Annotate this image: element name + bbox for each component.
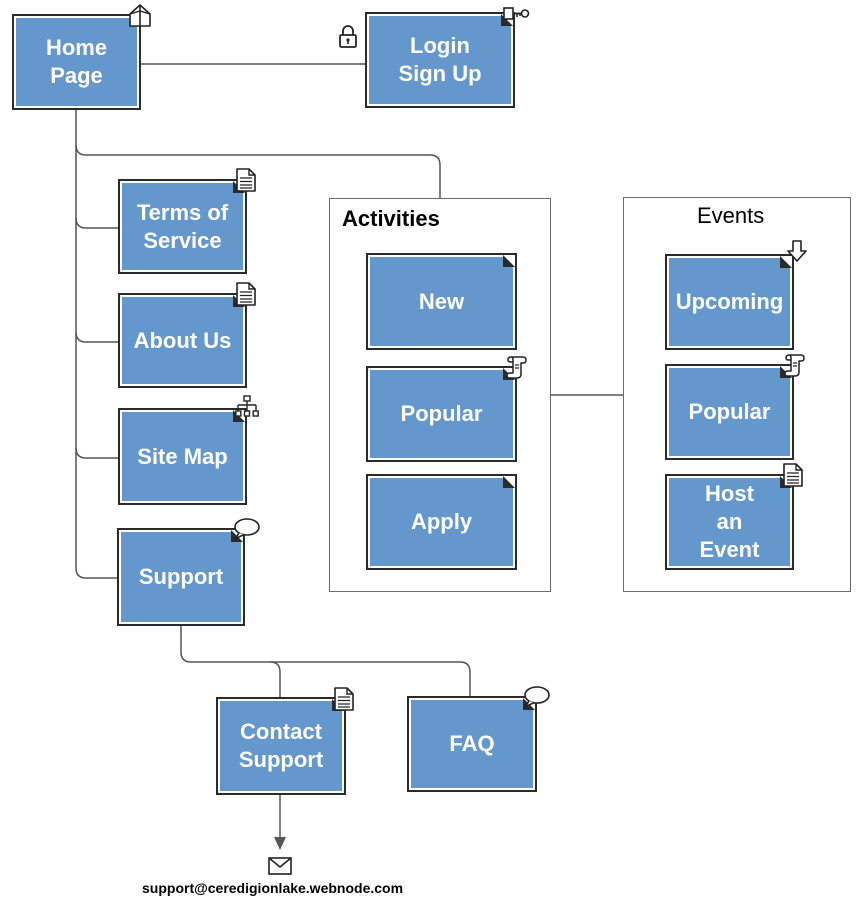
sitemap-icon — [235, 395, 259, 419]
terms-of-service-node[interactable]: Terms of Service — [118, 179, 247, 274]
connector-home-terms — [75, 217, 118, 229]
event-upcoming-node[interactable]: Upcoming — [665, 254, 794, 350]
speech-bubble-icon — [522, 685, 550, 709]
activity-popular-node[interactable]: Popular — [366, 366, 517, 462]
home-page-node[interactable]: Home Page — [12, 14, 141, 110]
lock-icon — [337, 24, 359, 48]
event-host-node[interactable]: Host an Event — [665, 474, 794, 570]
connector-home-sitemap — [75, 447, 118, 459]
house-icon — [127, 2, 153, 28]
document-icon — [333, 686, 355, 712]
scroll-icon — [783, 352, 807, 378]
activities-title: Activities — [342, 206, 440, 231]
support-node[interactable]: Support — [117, 528, 245, 626]
events-title: Events — [697, 203, 765, 228]
key-icon — [502, 4, 530, 24]
connector-home-about — [75, 331, 118, 343]
speech-bubble-icon — [232, 517, 260, 541]
site-map-node[interactable]: Site Map — [118, 408, 247, 505]
document-icon — [235, 167, 257, 193]
connector-branch-contact — [269, 661, 281, 697]
arrow-head — [274, 837, 286, 850]
envelope-icon — [268, 857, 292, 875]
activity-apply-node[interactable]: Apply — [366, 474, 517, 570]
down-arrow-icon — [786, 239, 808, 263]
event-popular-node[interactable]: Popular — [665, 364, 794, 460]
login-signup-node[interactable]: Login Sign Up — [365, 12, 515, 108]
scroll-icon — [505, 354, 529, 380]
about-us-node[interactable]: About Us — [118, 293, 247, 388]
connector-home-trunk — [75, 110, 118, 579]
contact-support-node[interactable]: Contact Support — [216, 697, 346, 795]
document-icon — [782, 462, 804, 488]
connector-home-activities — [75, 144, 441, 198]
support-email-link[interactable]: support@ceredigionlake.webnode.com — [142, 880, 404, 896]
activity-new-node[interactable]: New — [366, 253, 517, 350]
connector-support-branch — [180, 626, 471, 696]
faq-node[interactable]: FAQ — [407, 696, 537, 792]
document-icon — [235, 281, 257, 307]
